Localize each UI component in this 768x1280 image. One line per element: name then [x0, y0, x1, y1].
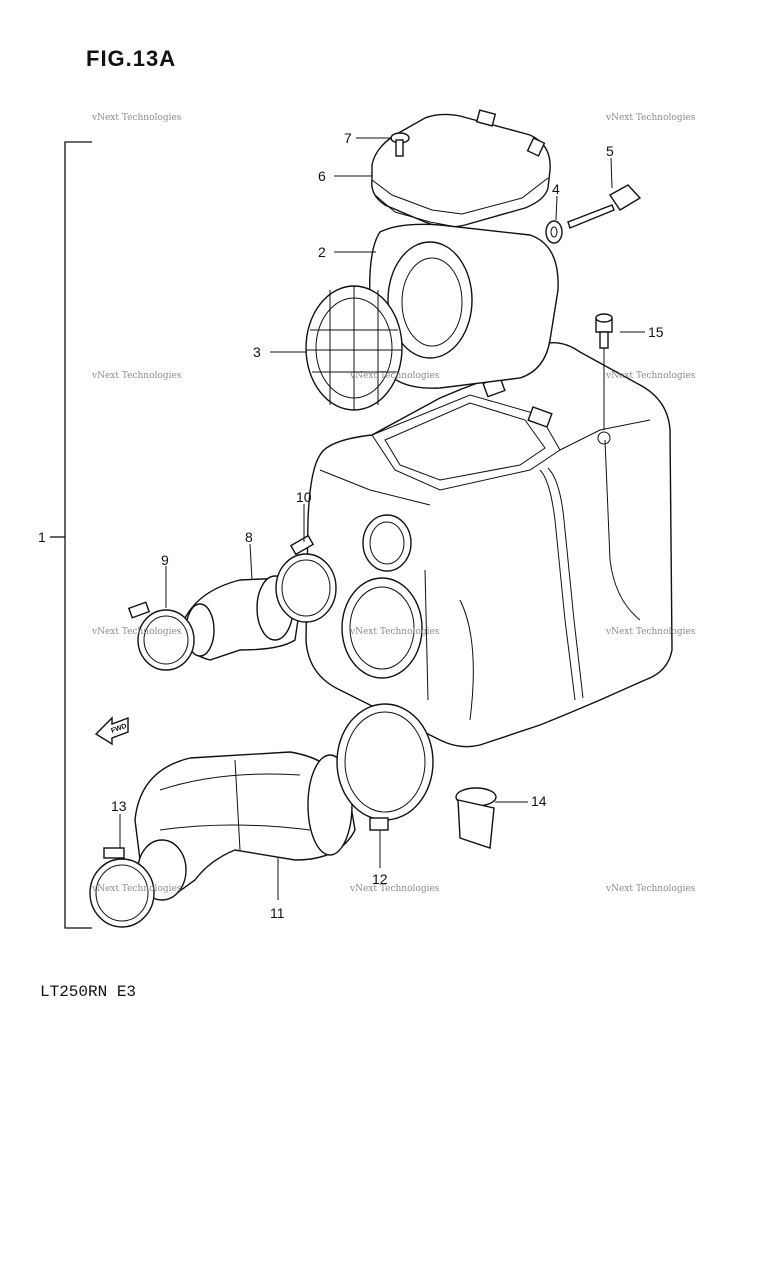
watermark: vNext Technologies: [91, 627, 182, 637]
clamp-9: [127, 601, 195, 671]
watermark: vNext Technologies: [349, 371, 440, 381]
callout-15: 15: [648, 324, 664, 340]
fwd-arrow-icon: FWD: [94, 716, 129, 746]
callout-9: 9: [161, 552, 169, 568]
watermark: vNext Technologies: [91, 371, 182, 381]
callout-7: 7: [344, 130, 352, 146]
callout-5: 5: [606, 143, 614, 159]
watermark: vNext Technologies: [605, 627, 696, 637]
callout-13: 13: [111, 798, 127, 814]
washer-4: [545, 220, 563, 244]
callout-2: 2: [318, 244, 326, 260]
air-box-case: [305, 342, 673, 748]
intake-hose-11: [134, 751, 356, 901]
clamp-13: [89, 847, 155, 928]
figure-title: FIG.13A: [86, 46, 177, 71]
watermark: vNext Technologies: [349, 884, 440, 894]
watermark: vNext Technologies: [91, 113, 182, 123]
watermark: vNext Technologies: [91, 884, 182, 894]
watermark: vNext Technologies: [605, 371, 696, 381]
callout-14: 14: [531, 793, 547, 809]
element-cage: [305, 285, 403, 411]
clamp-12: [336, 703, 434, 831]
callout-8: 8: [245, 529, 253, 545]
wing-bolt-5: [567, 184, 642, 229]
drain-14: [455, 787, 497, 849]
watermarks: vNext Technologies vNext Technologies vN…: [91, 113, 696, 894]
callout-3: 3: [253, 344, 261, 360]
assembly-bracket: [50, 141, 92, 929]
callout-12: 12: [372, 871, 388, 887]
callout-10: 10: [296, 489, 312, 505]
watermark: vNext Technologies: [605, 884, 696, 894]
leader-lines: [119, 137, 645, 900]
callout-4: 4: [552, 181, 560, 197]
air-cleaner-element: [369, 223, 559, 389]
callout-1: 1: [38, 529, 46, 545]
callout-6: 6: [318, 168, 326, 184]
callout-11: 11: [270, 905, 285, 921]
screw-7: [390, 132, 410, 157]
clamp-10: [275, 534, 337, 623]
watermark: vNext Technologies: [349, 627, 440, 637]
model-code: LT250RN E3: [40, 983, 137, 1001]
watermark: vNext Technologies: [605, 113, 696, 123]
bolt-15: [595, 313, 613, 349]
air-box-cover: [371, 109, 551, 229]
